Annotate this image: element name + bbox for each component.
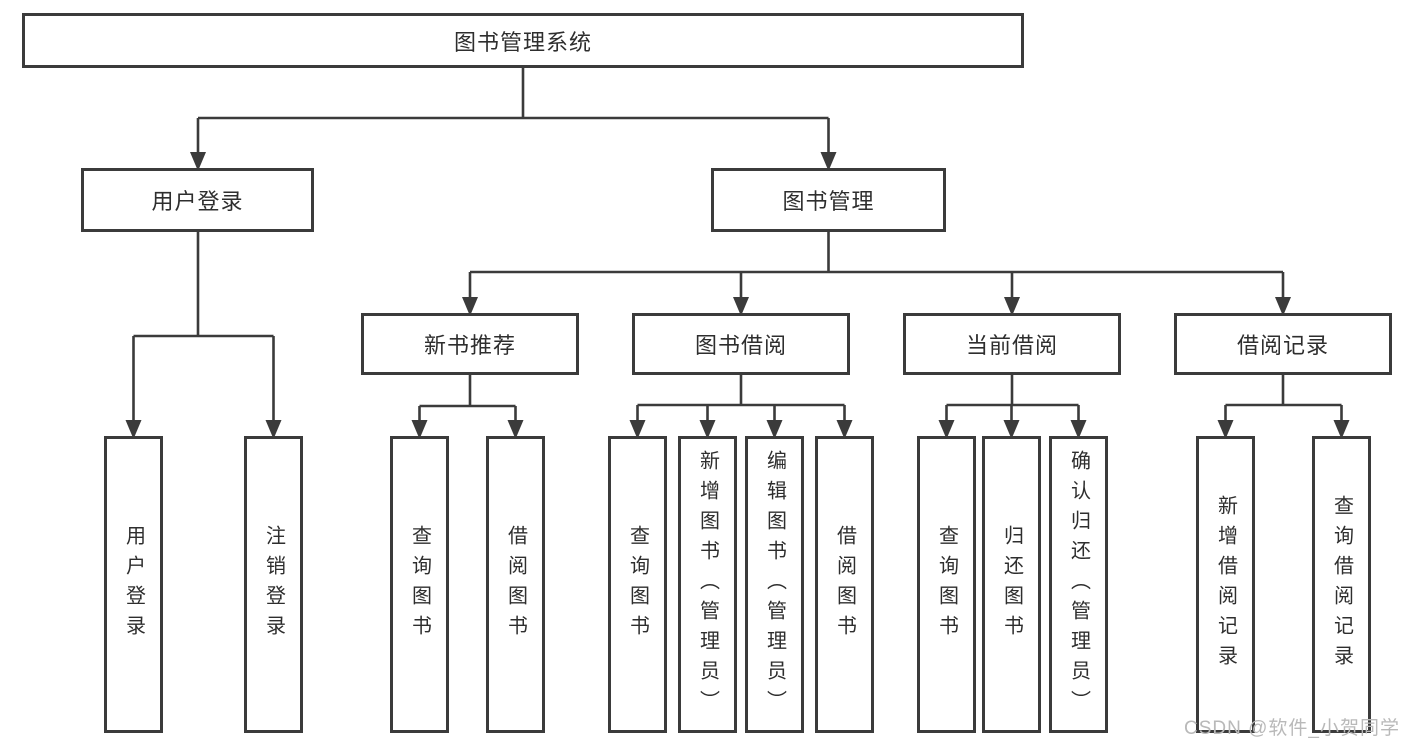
arrow-icon: [820, 152, 837, 171]
connector-lines: [132, 68, 1343, 424]
arrow-icon: [507, 420, 524, 439]
arrow-icon: [1217, 420, 1234, 439]
arrow-icon: [699, 420, 716, 439]
node-library-management-system: 图书管理系统: [22, 13, 1024, 68]
node-label: 新书推荐: [423, 333, 516, 358]
node-label: 图书管理: [782, 189, 875, 214]
node-label: 归还图书: [1000, 524, 1023, 645]
arrow-icon: [265, 420, 282, 439]
node-new-book-recommend: 新书推荐: [361, 313, 579, 375]
node-label: 查询图书: [626, 524, 649, 645]
leaf-edit-book-admin: 编辑图书（管理员）: [745, 436, 804, 733]
node-label: 确认归还（管理员）: [1067, 449, 1090, 720]
arrow-icon: [733, 297, 749, 316]
node-label: 用户登录: [122, 524, 145, 645]
node-label: 注销登录: [262, 524, 285, 645]
leaf-add-borrow-record: 新增借阅记录: [1196, 436, 1255, 733]
node-label: 借阅记录: [1236, 333, 1329, 358]
node-label: 图书借阅: [694, 333, 787, 358]
leaf-query-borrow-record: 查询借阅记录: [1312, 436, 1371, 733]
node-current-borrowing: 当前借阅: [903, 313, 1121, 375]
arrow-icon: [1070, 420, 1087, 439]
arrow-icon: [411, 420, 428, 439]
leaf-add-book-admin: 新增图书（管理员）: [678, 436, 737, 733]
leaf-user-login: 用户登录: [104, 436, 163, 733]
node-label: 编辑图书（管理员）: [763, 449, 786, 720]
leaf-query-book-1: 查询图书: [390, 436, 449, 733]
edge-user-login-children: [132, 232, 275, 424]
arrowheads: [125, 152, 1350, 439]
arrow-icon: [190, 152, 206, 171]
node-label: 查询图书: [408, 524, 431, 645]
edge-root-children: [196, 68, 830, 158]
node-label: 用户登录: [151, 189, 244, 214]
edge-borrow-record-children: [1224, 375, 1343, 424]
arrow-icon: [1004, 297, 1020, 316]
leaf-query-book-3: 查询图书: [917, 436, 976, 733]
node-label: 新增借阅记录: [1214, 494, 1237, 675]
node-label: 查询借阅记录: [1330, 494, 1353, 675]
arrow-icon: [1003, 420, 1020, 439]
edge-book-borrow-children: [636, 375, 846, 424]
node-borrowing-records: 借阅记录: [1174, 313, 1392, 375]
node-label: 图书管理系统: [453, 29, 592, 55]
arrow-icon: [1275, 297, 1291, 316]
node-label: 借阅图书: [504, 524, 527, 645]
arrow-icon: [462, 297, 478, 316]
edge-book-mgmt-children: [468, 232, 1285, 302]
node-book-management: 图书管理: [711, 168, 946, 232]
edge-new-book-rec-children: [418, 375, 517, 424]
node-book-borrowing: 图书借阅: [632, 313, 850, 375]
leaf-query-book-2: 查询图书: [608, 436, 667, 733]
leaf-borrow-book-1: 借阅图书: [486, 436, 545, 733]
arrow-icon: [1333, 420, 1350, 439]
leaf-logout: 注销登录: [244, 436, 303, 733]
node-label: 借阅图书: [833, 524, 856, 645]
node-label: 新增图书（管理员）: [696, 449, 719, 720]
arrow-icon: [629, 420, 646, 439]
edge-current-borrow-children: [945, 375, 1080, 424]
arrow-icon: [836, 420, 853, 439]
leaf-borrow-book-2: 借阅图书: [815, 436, 874, 733]
leaf-return-book: 归还图书: [982, 436, 1041, 733]
leaf-confirm-return-admin: 确认归还（管理员）: [1049, 436, 1108, 733]
csdn-watermark: CSDN @软件_小贺同学: [1184, 718, 1400, 739]
node-user-login: 用户登录: [81, 168, 314, 232]
node-label: 查询图书: [935, 524, 958, 645]
arrow-icon: [766, 420, 783, 439]
arrow-icon: [125, 420, 142, 439]
arrow-icon: [938, 420, 955, 439]
node-label: 当前借阅: [965, 333, 1058, 358]
